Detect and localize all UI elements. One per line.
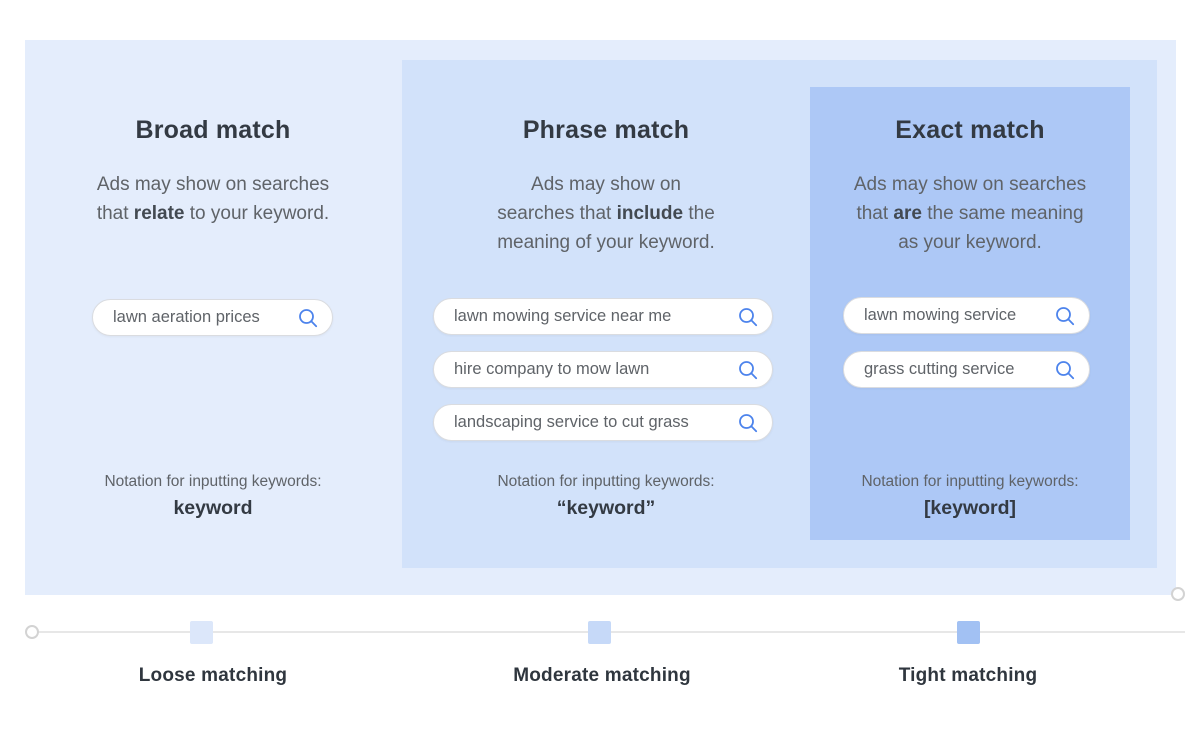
slider-label-loose: Loose matching bbox=[138, 665, 288, 686]
search-query-text: grass cutting service bbox=[864, 360, 1015, 378]
broad-notation-value: keyword bbox=[173, 497, 253, 519]
search-pill[interactable]: hire company to mow lawn bbox=[433, 351, 773, 388]
desc-line: searches that bbox=[497, 203, 617, 224]
broad-match-description: Ads may show on searches that relate to … bbox=[53, 170, 373, 228]
exact-match-description: Ads may show on searches that are the sa… bbox=[810, 170, 1130, 257]
search-query-text: hire company to mow lawn bbox=[454, 360, 650, 378]
search-pill[interactable]: landscaping service to cut grass bbox=[433, 404, 773, 441]
search-pill[interactable]: lawn aeration prices bbox=[92, 299, 333, 336]
slider-marker-tight[interactable] bbox=[957, 621, 980, 644]
exact-notation-label: Notation for inputting keywords: bbox=[861, 473, 1079, 490]
desc-line: the bbox=[683, 203, 715, 224]
phrase-notation-label: Notation for inputting keywords: bbox=[497, 473, 715, 490]
search-query-text: lawn mowing service near me bbox=[454, 307, 672, 325]
search-pill[interactable]: lawn mowing service near me bbox=[433, 298, 773, 335]
slider-right-endpoint-icon bbox=[1171, 587, 1185, 601]
search-icon bbox=[1054, 305, 1076, 327]
slider-label-moderate: Moderate matching bbox=[513, 665, 691, 686]
search-icon bbox=[737, 359, 759, 381]
search-query-text: landscaping service to cut grass bbox=[454, 413, 689, 431]
desc-line: the same meaning bbox=[921, 203, 1084, 224]
phrase-match-title: Phrase match bbox=[522, 116, 690, 144]
desc-line: Ads may show on bbox=[531, 174, 681, 195]
search-query-text: lawn mowing service bbox=[864, 306, 1017, 324]
slider-marker-moderate[interactable] bbox=[588, 621, 611, 644]
desc-line: meaning of your keyword. bbox=[497, 232, 715, 253]
search-icon bbox=[1054, 359, 1076, 381]
desc-emphasis: are bbox=[893, 203, 922, 224]
desc-line: as your keyword. bbox=[898, 232, 1042, 253]
desc-emphasis: include bbox=[616, 203, 684, 224]
slider-left-endpoint-icon bbox=[25, 625, 39, 639]
phrase-match-description: Ads may show on searches that include th… bbox=[446, 170, 766, 257]
exact-match-pill-stack: lawn mowing service grass cutting servic… bbox=[843, 297, 1090, 388]
exact-match-title: Exact match bbox=[895, 116, 1045, 144]
search-pill[interactable]: lawn mowing service bbox=[843, 297, 1090, 334]
desc-line: that bbox=[856, 203, 894, 224]
phrase-match-pill-stack: lawn mowing service near me hire company… bbox=[433, 298, 773, 441]
broad-match-title: Broad match bbox=[135, 116, 291, 144]
slider-marker-loose[interactable] bbox=[190, 621, 213, 644]
search-query-text: lawn aeration prices bbox=[113, 308, 260, 326]
desc-line: that bbox=[96, 203, 134, 224]
broad-notation-label: Notation for inputting keywords: bbox=[104, 473, 322, 490]
desc-line: to your keyword. bbox=[184, 203, 330, 224]
search-icon bbox=[737, 306, 759, 328]
desc-line: Ads may show on searches bbox=[853, 174, 1087, 195]
search-pill[interactable]: grass cutting service bbox=[843, 351, 1090, 388]
broad-match-pill-stack: lawn aeration prices bbox=[92, 299, 333, 336]
phrase-notation-value: “keyword” bbox=[556, 497, 656, 519]
search-icon bbox=[737, 412, 759, 434]
exact-notation-value: [keyword] bbox=[923, 497, 1017, 519]
desc-emphasis: relate bbox=[133, 203, 185, 224]
search-icon bbox=[297, 307, 319, 329]
desc-line: Ads may show on searches bbox=[96, 174, 330, 195]
slider-label-tight: Tight matching bbox=[898, 665, 1038, 686]
